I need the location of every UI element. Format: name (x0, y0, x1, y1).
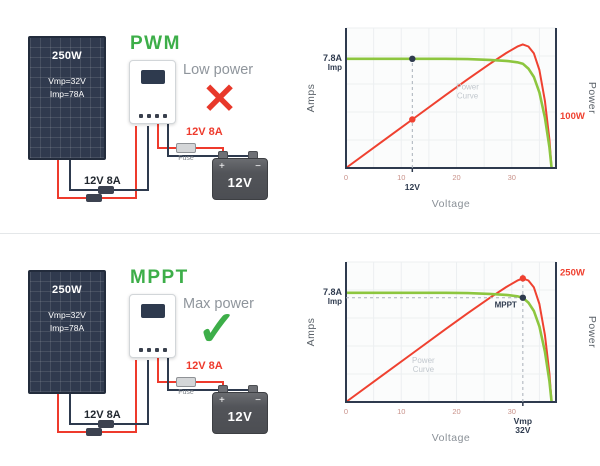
result-text: Low power (183, 62, 254, 78)
x-tick-label: 20 (452, 173, 460, 182)
x-tick-label: 30 (508, 407, 516, 416)
iv-curve (346, 291, 553, 403)
pwm-section: 250W Vmp=32V Imp=78A PWM Low power ✕ 12V… (0, 0, 600, 233)
controller-screen (140, 304, 165, 318)
pwm-wiring-diagram: 250W Vmp=32V Imp=78A PWM Low power ✕ 12V… (0, 0, 300, 233)
marker-x-label: 32V (515, 425, 530, 435)
panel-power-label: 250W (52, 50, 82, 62)
charge-controller (129, 294, 176, 358)
axes (345, 262, 557, 403)
result-text: Max power (183, 296, 254, 312)
solar-panel: 250W Vmp=32V Imp=78A (28, 270, 106, 394)
battery-voltage-label: 12V (227, 175, 253, 190)
controller-terminals (138, 114, 167, 118)
x-tick-label: 20 (452, 407, 460, 416)
fuse-label: Fuse (178, 389, 194, 396)
plot-background (346, 262, 556, 402)
marker-x-label: Vmp (514, 416, 532, 426)
battery-minus-symbol: − (255, 395, 261, 406)
power-operating-point (519, 275, 527, 282)
fuse-label: Fuse (178, 155, 194, 162)
battery-positive-wire (157, 358, 176, 383)
panel-vmp-label: Vmp=32V (48, 310, 86, 320)
wiring-lines (57, 124, 254, 202)
cross-icon: ✕ (202, 75, 238, 122)
power-curve-label: Power (456, 83, 479, 92)
iv-operating-point (519, 294, 527, 301)
panel-wire-label: 12V 8A (84, 409, 121, 421)
mppt-wiring-diagram: 250W Vmp=32V Imp=78A MPPT Max power ✓ 12… (0, 234, 300, 466)
imp-label: 7.8A (323, 53, 343, 63)
power-curve-label: Curve (413, 365, 435, 374)
charge-controller (129, 60, 176, 124)
mc4-connector-icon (98, 420, 114, 428)
imp-label: Imp (328, 297, 342, 306)
iv-operating-point (409, 55, 416, 62)
mc4-connector-icon (86, 194, 102, 202)
mppt-section: 250W Vmp=32V Imp=78A MPPT Max power ✓ 12… (0, 233, 600, 466)
mc4-connector-icon (98, 186, 114, 194)
y-axis-title-left: Amps (305, 84, 317, 113)
power-curve (345, 43, 553, 169)
y-axis-title-left: Amps (305, 318, 317, 347)
battery-plus-symbol: + (219, 161, 225, 172)
x-axis-title: Voltage (432, 198, 471, 210)
power-value-label: 250W (560, 267, 585, 278)
axes (345, 28, 557, 169)
battery-plus-symbol: + (219, 395, 225, 406)
power-curve-label: Power (412, 356, 435, 365)
x-axis-title: Voltage (432, 432, 471, 444)
mppt-point-label: MPPT (495, 301, 517, 310)
controller-type-title: MPPT (130, 267, 189, 288)
battery-minus-symbol: − (255, 161, 261, 172)
battery: + − 12V (212, 158, 268, 200)
check-icon: ✓ (197, 303, 238, 356)
y-axis-title-right: Power (586, 82, 598, 114)
mc4-connector-icon (86, 428, 102, 436)
battery-wire-label: 12V 8A (186, 126, 223, 138)
controller-terminals (138, 348, 167, 352)
power-curve (345, 277, 553, 403)
x-tick-label: 0 (344, 407, 348, 416)
solar-panel: 250W Vmp=32V Imp=78A (28, 36, 106, 160)
power-value-label: 100W (560, 111, 585, 122)
x-tick-label: 0 (344, 173, 348, 182)
power-curve-label: Curve (457, 92, 479, 101)
y-axis-title-right: Power (586, 316, 598, 348)
x-tick-label: 10 (397, 407, 405, 416)
battery: + − 12V (212, 392, 268, 434)
panel-power-label: 250W (52, 284, 82, 296)
controller-type-title: PWM (130, 33, 181, 54)
fuse (176, 377, 196, 387)
x-tick-label: 10 (397, 173, 405, 182)
panel-vmp-label: Vmp=32V (48, 76, 86, 86)
battery-positive-wire (157, 124, 176, 149)
imp-label: Imp (328, 63, 342, 72)
panel-imp-label: Imp=78A (49, 323, 85, 333)
marker-x-label: 12V (405, 182, 420, 192)
panel-imp-label: Imp=78A (49, 89, 85, 99)
plot-background (346, 28, 556, 168)
battery-wire-label: 12V 8A (186, 360, 223, 372)
x-tick-label: 30 (508, 173, 516, 182)
power-operating-point (409, 116, 416, 123)
panel-wire-label: 12V 8A (84, 175, 121, 187)
battery-voltage-label: 12V (227, 409, 253, 424)
iv-curve (346, 57, 553, 169)
fuse (176, 143, 196, 153)
imp-label: 7.8A (323, 287, 343, 297)
controller-screen (140, 70, 165, 84)
